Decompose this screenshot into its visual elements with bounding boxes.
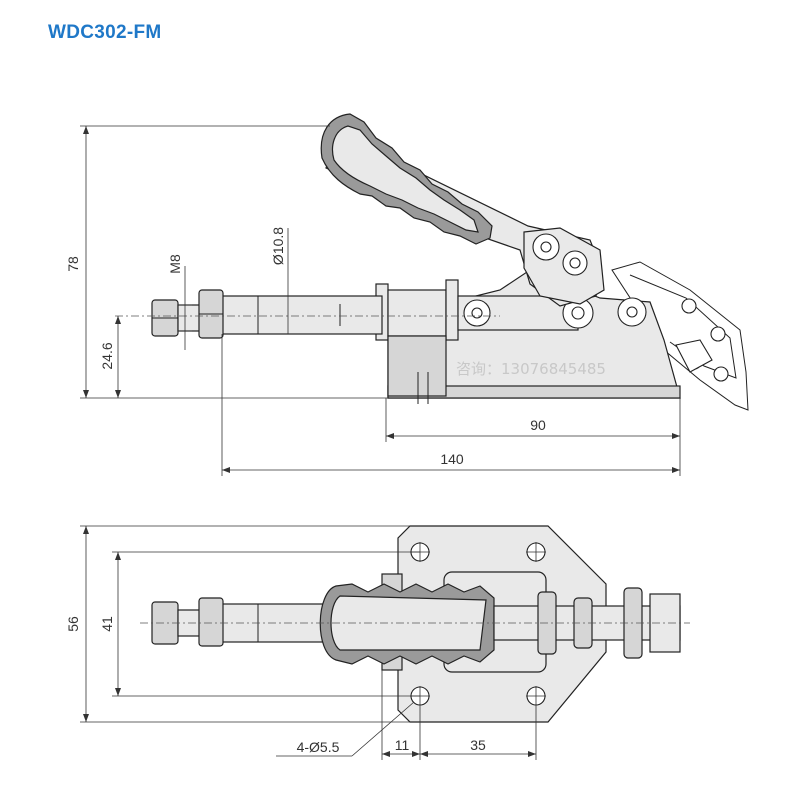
guide-support xyxy=(387,335,447,397)
side-view xyxy=(115,113,749,411)
dim-hole-spec: 4-Ø5.5 xyxy=(297,739,340,755)
grip-inner xyxy=(331,125,479,233)
ghost-handle-outline xyxy=(611,261,749,411)
dim-length-base: 90 xyxy=(530,417,546,433)
handle-pivot-2-inner xyxy=(569,257,581,269)
base-pivot-pin-inner xyxy=(626,306,638,318)
dim-bar-diameter: Ø10.8 xyxy=(270,227,286,265)
dim-width-holes: 41 xyxy=(99,616,115,632)
dim-length-total: 140 xyxy=(440,451,464,467)
dim-thread: M8 xyxy=(167,254,183,274)
top-dimensions xyxy=(80,525,537,760)
drawing-title: WDC302-FM xyxy=(48,22,162,43)
guide-flange-right xyxy=(445,279,459,341)
dim-height-total: 78 xyxy=(65,256,81,272)
top-hex-nut xyxy=(198,597,224,647)
ghost-pivot-1 xyxy=(681,298,697,314)
guide-block xyxy=(387,289,447,337)
plunger-bar xyxy=(221,295,383,335)
watermark: 咨询：13076845485 xyxy=(456,360,606,378)
dim-height-spindle: 24.6 xyxy=(99,342,115,369)
top-view xyxy=(140,525,690,723)
dim-width-total: 56 xyxy=(65,616,81,632)
side-dimensions xyxy=(80,125,681,476)
ghost-link xyxy=(675,339,713,373)
dim-offset-front: 11 xyxy=(395,737,410,753)
dim-hole-spacing: 35 xyxy=(470,737,486,753)
link-pin-front-inner xyxy=(471,307,483,319)
ghost-pivot-2 xyxy=(710,326,726,342)
link-pin-middle-inner xyxy=(571,306,585,320)
ghost-pivot-4 xyxy=(713,366,729,382)
handle-pivot-1-inner xyxy=(540,241,552,253)
